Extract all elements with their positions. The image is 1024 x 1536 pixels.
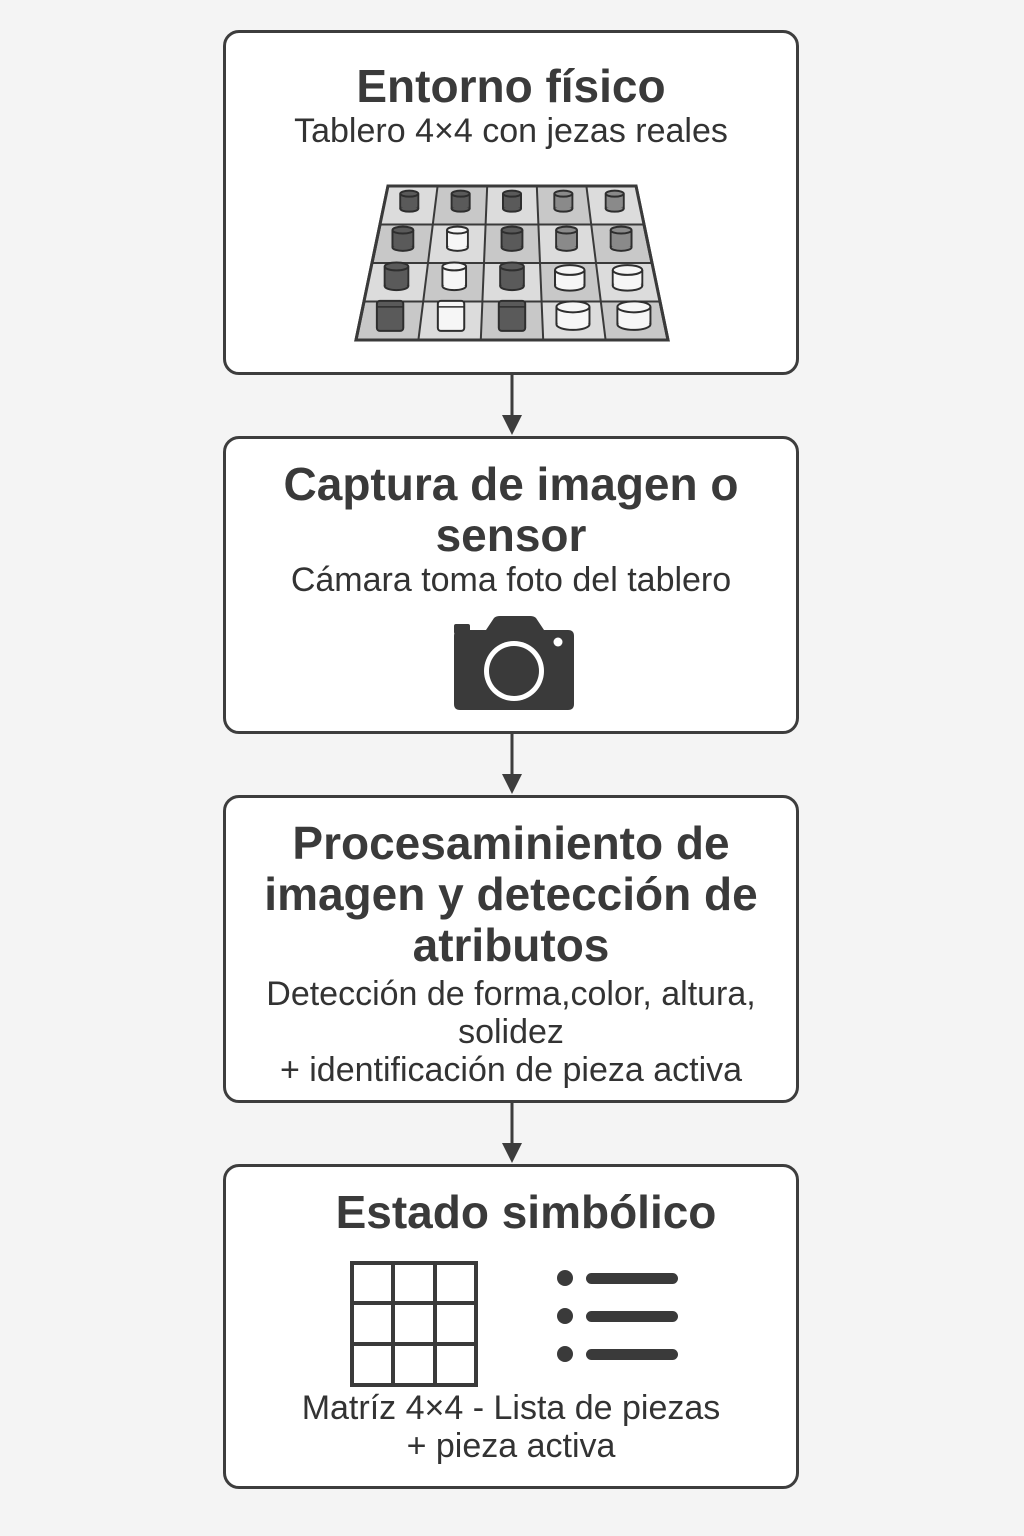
flow-arrow xyxy=(502,1103,522,1163)
step-subtitle: Detección de forma,color, altura, solide… xyxy=(216,975,806,1089)
caption-line: + pieza activa xyxy=(406,1427,616,1465)
step-box-image-capture: Captura de imagen o sensor Cámara toma f… xyxy=(223,436,799,734)
step-box-symbolic-state: Estado simbólico Matríz 4×4 - Lista de p… xyxy=(223,1164,799,1489)
step-box-physical-environment: Entorno físico Tablero 4×4 con jezas rea… xyxy=(223,30,799,375)
flow-arrow xyxy=(502,734,522,794)
step-subtitle: Tablero 4×4 con jezas reales xyxy=(294,112,728,150)
subtitle-line: solidez xyxy=(458,1013,564,1051)
step-caption: Matríz 4×4 - Lista de piezas + pieza act… xyxy=(226,1389,796,1465)
camera-icon xyxy=(454,616,574,710)
step-title: Entorno físico xyxy=(356,60,666,112)
flow-arrow xyxy=(502,375,522,435)
step-title: Procesaminiento de imagen y detección de… xyxy=(264,817,758,971)
subtitle-line: Detección de forma,color, altura, xyxy=(266,975,756,1013)
step-title: Estado simbólico xyxy=(335,1186,717,1238)
grid-icon xyxy=(350,1261,478,1387)
step-subtitle: Cámara toma foto del tablero xyxy=(290,561,732,599)
step-title: Captura de imagen o sensor xyxy=(283,458,739,561)
step-box-image-processing: Procesaminiento de imagen y detección de… xyxy=(223,795,799,1103)
caption-line: Matríz 4×4 - Lista de piezas xyxy=(301,1389,721,1427)
subtitle-line: + identificación de pieza activa xyxy=(279,1051,743,1089)
list-icon xyxy=(557,1270,678,1362)
board-pieces-illustration xyxy=(354,184,670,342)
